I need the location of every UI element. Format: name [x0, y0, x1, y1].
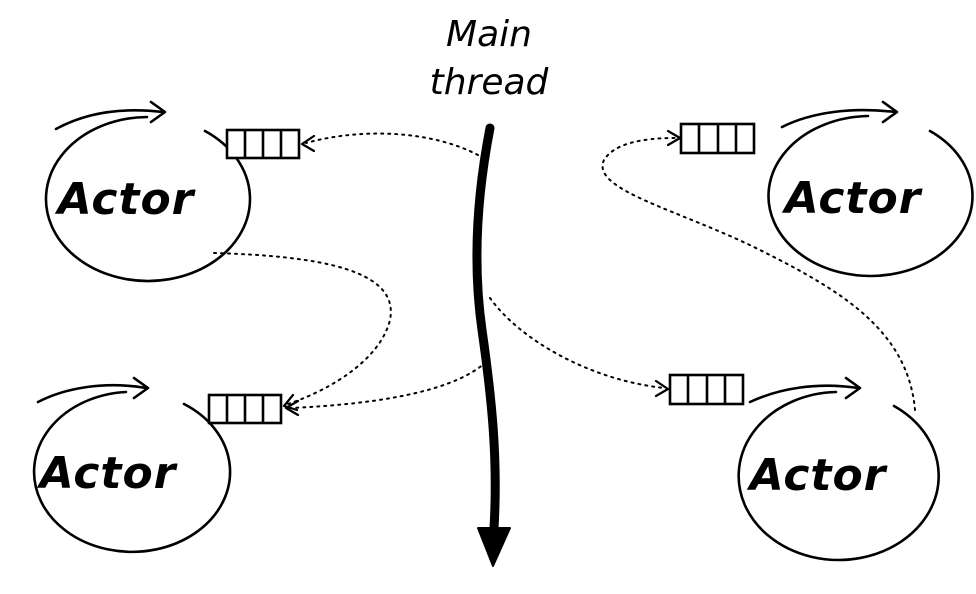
- actor-top-right-circle: [767, 114, 974, 278]
- main-thread-label-line1: Main: [446, 14, 532, 55]
- actor-top-left: Actor: [44, 100, 252, 283]
- actor-bottom-right-label: Actor: [747, 450, 888, 501]
- actor-top-left-circle: [44, 115, 252, 283]
- actor-top-left-label: Actor: [55, 174, 196, 225]
- actor-top-right: Actor: [767, 100, 974, 278]
- main-thread-arrowhead: [477, 527, 511, 567]
- actor-bottom-left-label: Actor: [37, 448, 178, 499]
- actor-bottom-right-cycle-icon: [748, 376, 862, 404]
- actor-bottom-right: Actor: [737, 376, 940, 562]
- actor-bottom-left: Actor: [32, 376, 232, 554]
- mailbox-top-right: [679, 122, 756, 155]
- message-top-left-to-bottom-left: [213, 252, 392, 412]
- actor-bottom-left-circle: [32, 390, 232, 554]
- mailbox-bottom-right: [668, 373, 745, 406]
- mailbox-top-left: [225, 128, 301, 160]
- main-thread-label: Main thread: [430, 14, 550, 103]
- main-thread-arrow: [472, 123, 511, 567]
- actor-bottom-left-cycle-icon: [36, 376, 150, 404]
- main-thread-label-line2: thread: [430, 62, 550, 103]
- actor-bottom-right-circle: [737, 390, 940, 562]
- main-thread-line: [472, 123, 500, 533]
- message-bottom-right-to-top-right: [601, 129, 916, 411]
- message-main-to-bottom-right: [489, 297, 670, 398]
- mailbox-bottom-left: [207, 393, 283, 425]
- actor-top-right-label: Actor: [782, 173, 923, 224]
- actor-top-left-cycle-icon: [54, 100, 167, 131]
- message-main-to-bottom-left: [284, 361, 487, 417]
- message-main-to-top-left: [300, 132, 479, 156]
- actor-top-right-cycle-icon: [780, 100, 899, 129]
